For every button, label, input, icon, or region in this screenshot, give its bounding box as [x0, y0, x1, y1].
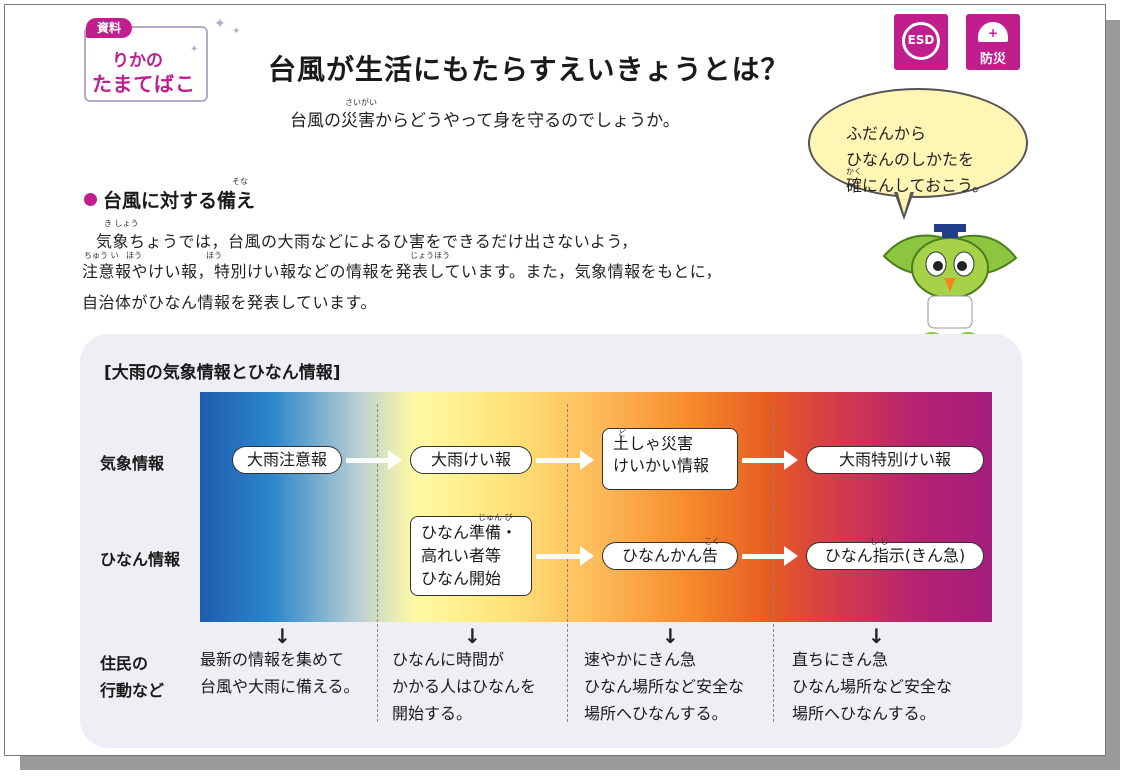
subtitle-ruby: さいがい	[345, 98, 377, 107]
arrow-down-icon: ↓	[274, 624, 291, 648]
badge-frame	[84, 26, 208, 102]
landslide-line-1: 土しゃ災害	[613, 434, 694, 453]
row-label-evacuation: ひなん情報	[100, 550, 181, 569]
ruby-hou1: ほう	[126, 251, 142, 260]
speech-line-2: ひなんのしかたを	[846, 150, 975, 169]
action-2-line-1: ひなんに時間が	[392, 650, 505, 669]
cross-icon: +	[988, 26, 999, 40]
action-4-line-2: ひなん場所など安全な	[792, 677, 953, 696]
page-title: 台風が生活にもたらすえいきょうとは？	[268, 53, 790, 86]
arrow-right-icon	[742, 450, 798, 470]
badge-tag: 資料	[86, 18, 132, 38]
action-1-line-1: 最新の情報を集めて	[200, 650, 345, 669]
ruby-jouhou: じょうほう	[410, 251, 450, 260]
speech-ruby: かく	[846, 167, 862, 176]
speech-bubble	[808, 88, 1028, 198]
body-line-1: 気象ちょうでは，台風の大雨などによるひ害をできるだけ出さないよう，	[96, 232, 638, 251]
arrow-right-icon	[536, 546, 594, 566]
speech-line-1: ふだんから	[846, 124, 927, 143]
landslide-alert-box: 土しゃ災害 けいかい情報	[602, 428, 738, 490]
bullet-dot-icon	[84, 193, 97, 206]
ruby-do: ど	[618, 429, 626, 438]
evac-order-pill: ひなん指示(きん急)	[806, 542, 984, 570]
emergency-warning-pill: 大雨特別けい報	[806, 446, 984, 474]
action-column-3: 速やかにきん急 ひなん場所など安全な 場所へひなんする。	[584, 646, 744, 727]
action-column-4: 直ちにきん急 ひなん場所など安全な 場所へひなんする。	[792, 646, 952, 727]
arrow-right-icon	[346, 450, 402, 470]
sparkle-icon: ✦	[190, 44, 199, 55]
action-column-2: ひなんに時間が かかる人はひなんを 開始する。	[392, 646, 536, 727]
sparkle-icon: ✦	[232, 26, 241, 37]
column-divider	[567, 404, 568, 722]
evac-prep-line-1: ひなん準備・	[421, 523, 518, 542]
section-heading-text: 台風に対する備え	[103, 190, 256, 212]
ruby-kishou: き しょう	[104, 219, 139, 228]
esd-icon-label: ESD	[907, 33, 935, 47]
action-2-line-2: かかる人はひなんを	[392, 677, 537, 696]
body-line-3: 自治体がひなん情報を発表しています。	[82, 293, 377, 312]
ruby-chuui: ちゅう い	[84, 251, 119, 260]
action-3-line-2: ひなん場所など安全な	[584, 677, 745, 696]
ruby-shiji: し じ	[870, 537, 889, 546]
disaster-prevention-icon: + 防災	[966, 14, 1020, 70]
speech-bubble-tail-fill	[897, 190, 911, 214]
heading-ruby: そな	[232, 177, 248, 186]
arrow-down-icon: ↓	[662, 624, 679, 648]
recycle-ring-icon	[902, 22, 940, 60]
body-line-2: 注意報やけい報，特別けい報などの情報を発表しています。また，気象情報をもとに，	[82, 262, 722, 281]
speech-line-3: 確にんしておこう。	[846, 176, 989, 195]
row-label-weather: 気象情報	[100, 454, 165, 473]
action-2-line-3: 開始する。	[392, 704, 473, 723]
badge-line2: たまてばこ	[92, 72, 196, 96]
alert-level-gradient	[200, 392, 992, 622]
diagram-title: [大雨の気象情報とひなん情報]	[104, 363, 341, 383]
action-column-1: 最新の情報を集めて 台風や大雨に備える。	[200, 646, 360, 700]
evac-prep-line-2: 高れい者等	[421, 546, 502, 565]
badge-line1: りかの	[112, 51, 163, 71]
ruby-junbi: じゅん び	[478, 513, 513, 522]
action-4-line-3: 場所へひなんする。	[792, 704, 936, 723]
arrow-right-icon	[536, 450, 594, 470]
arrow-down-icon: ↓	[464, 624, 481, 648]
action-4-line-1: 直ちにきん急	[792, 650, 889, 669]
column-divider	[377, 404, 378, 722]
action-1-line-2: 台風や大雨に備える。	[200, 677, 360, 696]
rika-no-tamatebako-badge: 資料 りかの たまてばこ	[78, 14, 210, 104]
weather-advisory-pill: 大雨注意報	[232, 446, 342, 474]
page-subtitle: 台風の災害からどうやって身を守るのでしょうか。	[290, 111, 680, 131]
ruby-koku: こく	[704, 537, 720, 546]
bousai-icon-label: 防災	[979, 52, 1006, 67]
action-3-line-1: 速やかにきん急	[584, 650, 697, 669]
weather-warning-pill: 大雨けい報	[410, 446, 532, 474]
evac-prep-line-3: ひなん開始	[421, 569, 502, 588]
arrow-right-icon	[742, 546, 798, 566]
landslide-line-2: けいかい情報	[613, 456, 710, 475]
esd-icon: ESD	[894, 14, 948, 70]
row-label-action-2: 行動など	[100, 681, 165, 700]
bean-mascot-illustration	[882, 224, 1018, 344]
arrow-down-icon: ↓	[868, 624, 885, 648]
evac-advisory-pill: ひなんかん告	[602, 542, 738, 570]
row-label-action-1: 住民の	[100, 654, 149, 673]
action-3-line-3: 場所へひなんする。	[584, 704, 728, 723]
section-heading: 台風に対する備え	[84, 186, 255, 213]
sparkle-icon: ✦	[214, 16, 226, 32]
evac-prep-box: ひなん準備・ 高れい者等 ひなん開始	[410, 516, 532, 596]
helmet-icon	[978, 22, 1008, 42]
ruby-hou2: ほう	[206, 251, 222, 260]
column-divider	[773, 404, 774, 722]
